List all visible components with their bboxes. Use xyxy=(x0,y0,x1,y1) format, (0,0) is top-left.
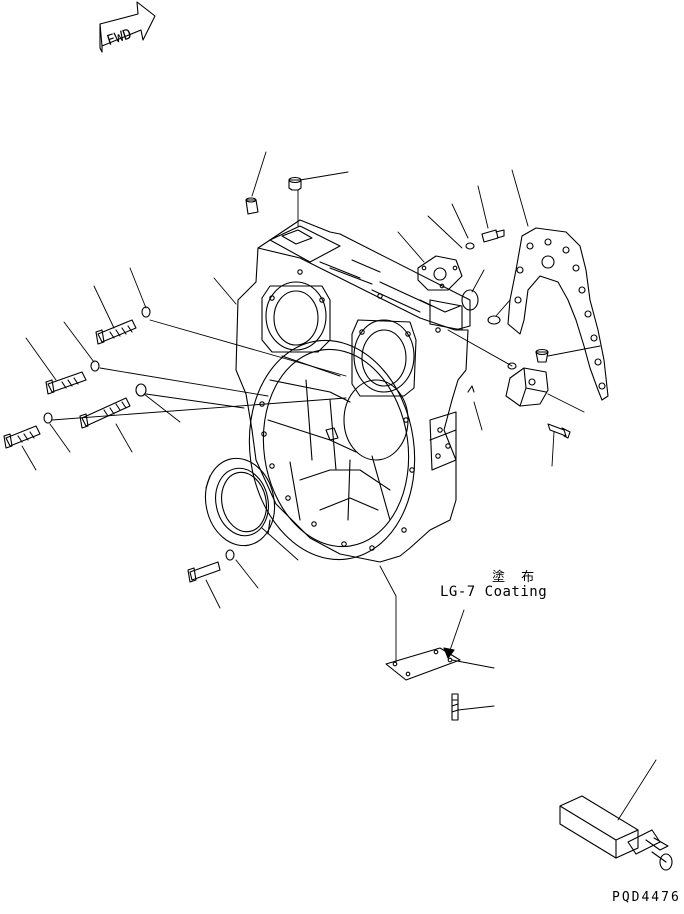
inspection-cover xyxy=(385,647,461,681)
coating-arrow xyxy=(443,609,465,659)
oil-seal xyxy=(204,457,276,547)
bolt-1 xyxy=(95,319,137,345)
washer-4 xyxy=(43,412,53,424)
plug-round xyxy=(461,289,479,311)
coating-note-japanese: 塗 布 xyxy=(492,570,541,585)
gasket xyxy=(507,227,609,401)
cover-bolt xyxy=(481,229,505,243)
bolt-2 xyxy=(45,371,87,395)
cover-plate-bolt xyxy=(451,693,459,721)
dowel xyxy=(507,362,517,370)
drawing-number: PQD4476 xyxy=(612,890,681,905)
washer-3 xyxy=(135,383,147,397)
washer-2 xyxy=(90,360,100,372)
bolt-4 xyxy=(3,425,41,449)
seal-bolt xyxy=(187,561,221,583)
cover-plate xyxy=(417,255,463,291)
guide-tool xyxy=(559,795,673,871)
coating-note-english: LG-7 Coating xyxy=(440,584,548,600)
cover-washer xyxy=(465,242,475,250)
leader-lines xyxy=(21,151,657,821)
breather-block xyxy=(505,367,549,407)
oring-small xyxy=(467,385,475,393)
breather-plug xyxy=(535,348,549,363)
bolt-3 xyxy=(79,397,131,429)
plug-side xyxy=(245,197,259,215)
plug-top xyxy=(288,176,302,191)
washer-1 xyxy=(141,306,151,318)
seal-washer xyxy=(225,549,235,561)
o-ring xyxy=(487,315,501,325)
fwd-label: FWD xyxy=(105,26,134,49)
block-bolt xyxy=(547,423,571,439)
flywheel-housing xyxy=(235,219,471,563)
fwd-direction-arrow: FWD xyxy=(99,1,156,53)
